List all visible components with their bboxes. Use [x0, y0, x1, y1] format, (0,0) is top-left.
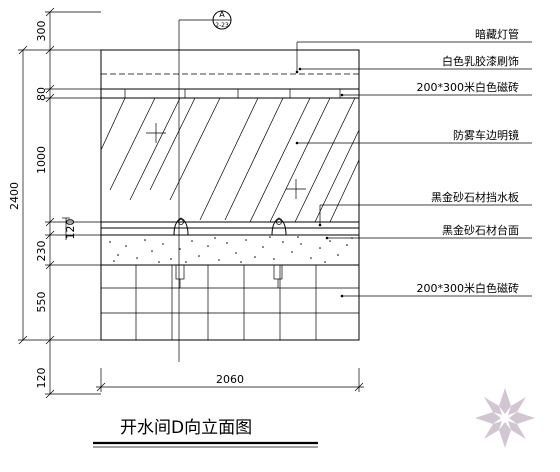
- note-splash-board: 黑金砂石材挡水板: [431, 190, 519, 204]
- faucet-left: [173, 217, 189, 288]
- note-lower-tile: 200*300米白色磁砖: [417, 281, 520, 295]
- dim-550: 550: [35, 292, 48, 313]
- dim-2400: 2400: [8, 182, 21, 210]
- section-symbol-bottom: 2-23: [215, 22, 229, 29]
- note-latex-paint: 白色乳胶漆刷饰: [442, 54, 519, 68]
- annotations: 暗藏灯管 白色乳胶漆刷饰 200*300米白色磁砖 防雾车边明镜 黑金砂石材挡水…: [417, 27, 520, 295]
- mirror: [100, 97, 360, 223]
- dim-120-lower: 120: [35, 368, 48, 389]
- section-marker: A 2-23: [178, 10, 232, 362]
- section-symbol-top: A: [219, 10, 225, 19]
- horizontal-dimension: 2060: [96, 368, 364, 392]
- dim-300: 300: [35, 21, 48, 42]
- dim-width: 2060: [216, 373, 244, 386]
- elevation-frame: [100, 49, 360, 341]
- note-hidden-light: 暗藏灯管: [475, 27, 519, 41]
- countertop: [100, 221, 360, 266]
- note-upper-tile: 200*300米白色磁砖: [417, 80, 520, 94]
- dim-120-upper: 120: [64, 219, 77, 240]
- vertical-dimensions: 300 80 1000 2400 120 230 550 120: [8, 7, 101, 399]
- faucet-right: [271, 217, 287, 288]
- dim-80: 80: [35, 87, 48, 101]
- lower-tiles: [101, 265, 359, 340]
- dim-1000: 1000: [35, 146, 48, 174]
- leaders: [295, 41, 532, 298]
- note-countertop: 黑金砂石材台面: [442, 223, 519, 237]
- drawing-title: 开水间D向立面图: [93, 418, 318, 448]
- countertop-speckle: [109, 236, 353, 263]
- title-text: 开水间D向立面图: [120, 418, 252, 438]
- dim-230: 230: [35, 241, 48, 262]
- watermark-logo: [475, 388, 535, 448]
- note-mirror: 防雾车边明镜: [453, 128, 519, 142]
